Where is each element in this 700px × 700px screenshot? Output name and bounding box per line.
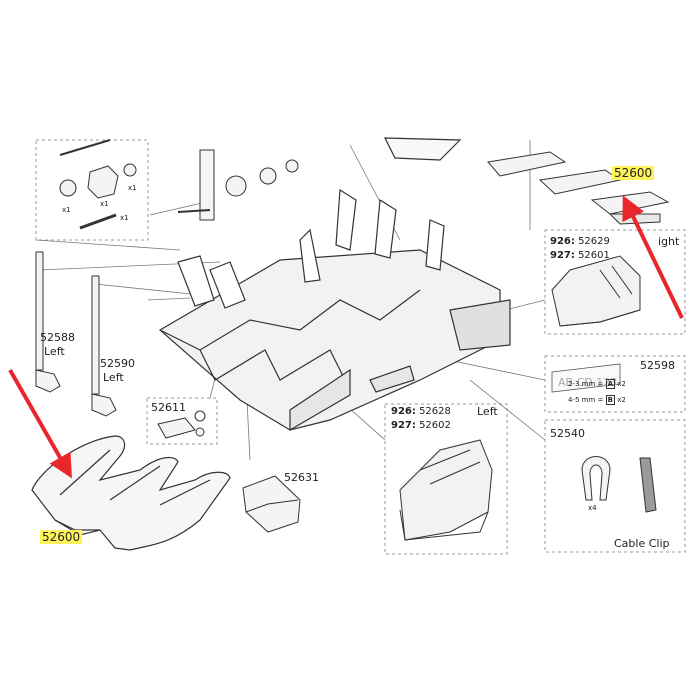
hardware-box	[35, 139, 149, 241]
tail-light-left-part	[399, 439, 493, 541]
rod-right-part	[91, 275, 100, 395]
bike-carrier-body	[158, 137, 511, 432]
tail-light-right-part	[551, 255, 641, 327]
plate-kit-row-b: 4-5 mm = B x2	[568, 394, 626, 406]
cable-clip-part	[581, 456, 657, 513]
arrow-to-main-tray	[8, 369, 72, 479]
cover-number: 52631	[284, 471, 319, 484]
plate-kit-qty-b: x2	[617, 396, 626, 404]
cable-clip-qty: x4	[588, 504, 597, 512]
tail-light-right-number-1: 52629	[578, 236, 610, 247]
plate-kit-number: 52598	[640, 359, 675, 372]
tray-main-part	[31, 435, 231, 551]
rod-left-number: 52588	[40, 331, 75, 344]
rod-left-side: Left	[44, 345, 65, 358]
arrow-to-top-tray	[622, 195, 684, 319]
tail-light-left-model-1: 926	[391, 406, 412, 417]
tail-light-left-row-1: 926: 52628	[391, 406, 451, 417]
washer-part	[123, 163, 137, 177]
nut-part	[59, 179, 77, 197]
knob-part	[87, 165, 119, 199]
tray-top-part	[487, 151, 670, 225]
clip-box	[146, 397, 218, 445]
tail-light-right-model-2: 927	[550, 250, 571, 261]
tail-light-right-row-2: 927: 52601	[550, 250, 610, 261]
plate-kit-row-a: 2-3 mm = A x2	[568, 378, 626, 390]
plate-kit-letter-b: B	[605, 395, 615, 405]
rod-left-part	[35, 251, 44, 371]
clip-part	[157, 410, 206, 439]
tail-light-right-box	[544, 229, 686, 335]
tail-light-right-row-1: 926: 52629	[550, 236, 610, 247]
bolt-part	[79, 213, 117, 230]
tail-light-right-number-2: 52601	[578, 250, 610, 261]
cover-part	[242, 475, 301, 533]
tail-light-right-model-1: 926	[550, 236, 571, 247]
plate-kit-size-b: 4-5 mm =	[568, 396, 604, 404]
cable-clip-caption: Cable Clip	[614, 537, 670, 550]
tail-light-left-side: Left	[477, 405, 498, 418]
tray-top-number: 52600	[612, 166, 655, 180]
tail-light-left-number-2: 52602	[419, 420, 451, 431]
hardware-qty-nut: x1	[62, 206, 71, 214]
tray-main-number: 52600	[40, 530, 83, 544]
plate-part: AB CD 123	[551, 363, 621, 393]
tail-light-left-box	[384, 403, 508, 555]
tail-light-right-side: ight	[658, 235, 680, 248]
hardware-qty-bolt: x1	[120, 214, 129, 222]
plate-kit-qty-a: x2	[617, 380, 626, 388]
rod-right-side: Left	[103, 371, 124, 384]
tail-light-left-row-2: 927: 52602	[391, 420, 451, 431]
hardware-qty-washer: x1	[128, 184, 137, 192]
plate-kit-box	[544, 355, 686, 413]
svg-text:AB CD 123: AB CD 123	[558, 376, 617, 389]
cable-clip-number: 52540	[550, 427, 585, 440]
clip-number: 52611	[151, 401, 186, 414]
tail-light-left-number-1: 52628	[419, 406, 451, 417]
plate-kit-size-a: 2-3 mm =	[568, 380, 604, 388]
hardware-qty-knob: x1	[100, 200, 109, 208]
plate-kit-letter-a: A	[605, 379, 616, 389]
tail-light-left-model-2: 927	[391, 420, 412, 431]
rod-right-number: 52590	[100, 357, 135, 370]
cable-clip-box	[544, 419, 686, 553]
